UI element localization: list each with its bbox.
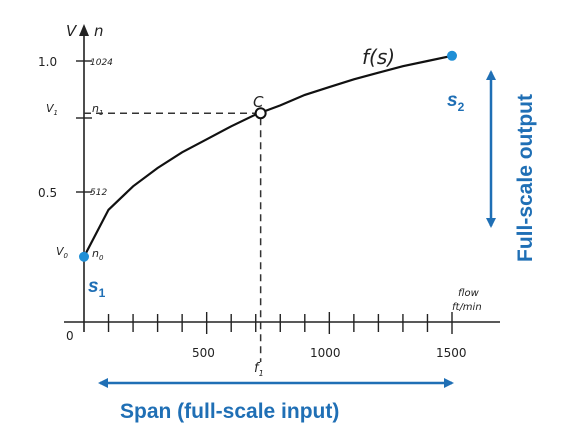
s2-point	[447, 50, 457, 61]
curve-label: f(s)	[362, 45, 395, 69]
x-tick-label-1000: 1000	[310, 346, 341, 360]
x-axis-label-unit: ft/min	[452, 302, 482, 313]
s1-point	[79, 251, 89, 262]
y-tick-label-1.0: 1.0	[38, 55, 57, 69]
y-axis-label-n: n	[94, 22, 104, 40]
s2-label: s2	[447, 90, 465, 114]
x-ticks	[107, 312, 453, 334]
y-tick-label-512: 512	[90, 188, 107, 198]
x-tick-label-1500: 1500	[436, 346, 467, 360]
y-axis-label-v: V	[66, 22, 78, 40]
y-tick-label-0.5: 0.5	[38, 186, 57, 200]
v1-label: V1	[46, 102, 58, 117]
point-c	[254, 107, 267, 120]
x-tick-label-0: 0	[66, 329, 74, 343]
x-axis-label-flow: flow	[458, 288, 480, 299]
f1-label: f1	[254, 361, 264, 378]
span-label: Span (full-scale input)	[120, 400, 339, 423]
fullscale-label: Full-scale output	[514, 94, 537, 262]
point-c-label: C	[253, 93, 264, 111]
x-tick-label-500: 500	[192, 346, 215, 360]
y-tick-label-1024: 1024	[90, 58, 113, 68]
n1-label: n1	[92, 102, 103, 117]
n0-label: n0	[92, 247, 104, 262]
s1-label: s1	[88, 276, 106, 300]
y-axis-arrow	[79, 24, 89, 36]
v0-label: V0	[56, 245, 69, 260]
curve-f-s	[83, 54, 453, 258]
